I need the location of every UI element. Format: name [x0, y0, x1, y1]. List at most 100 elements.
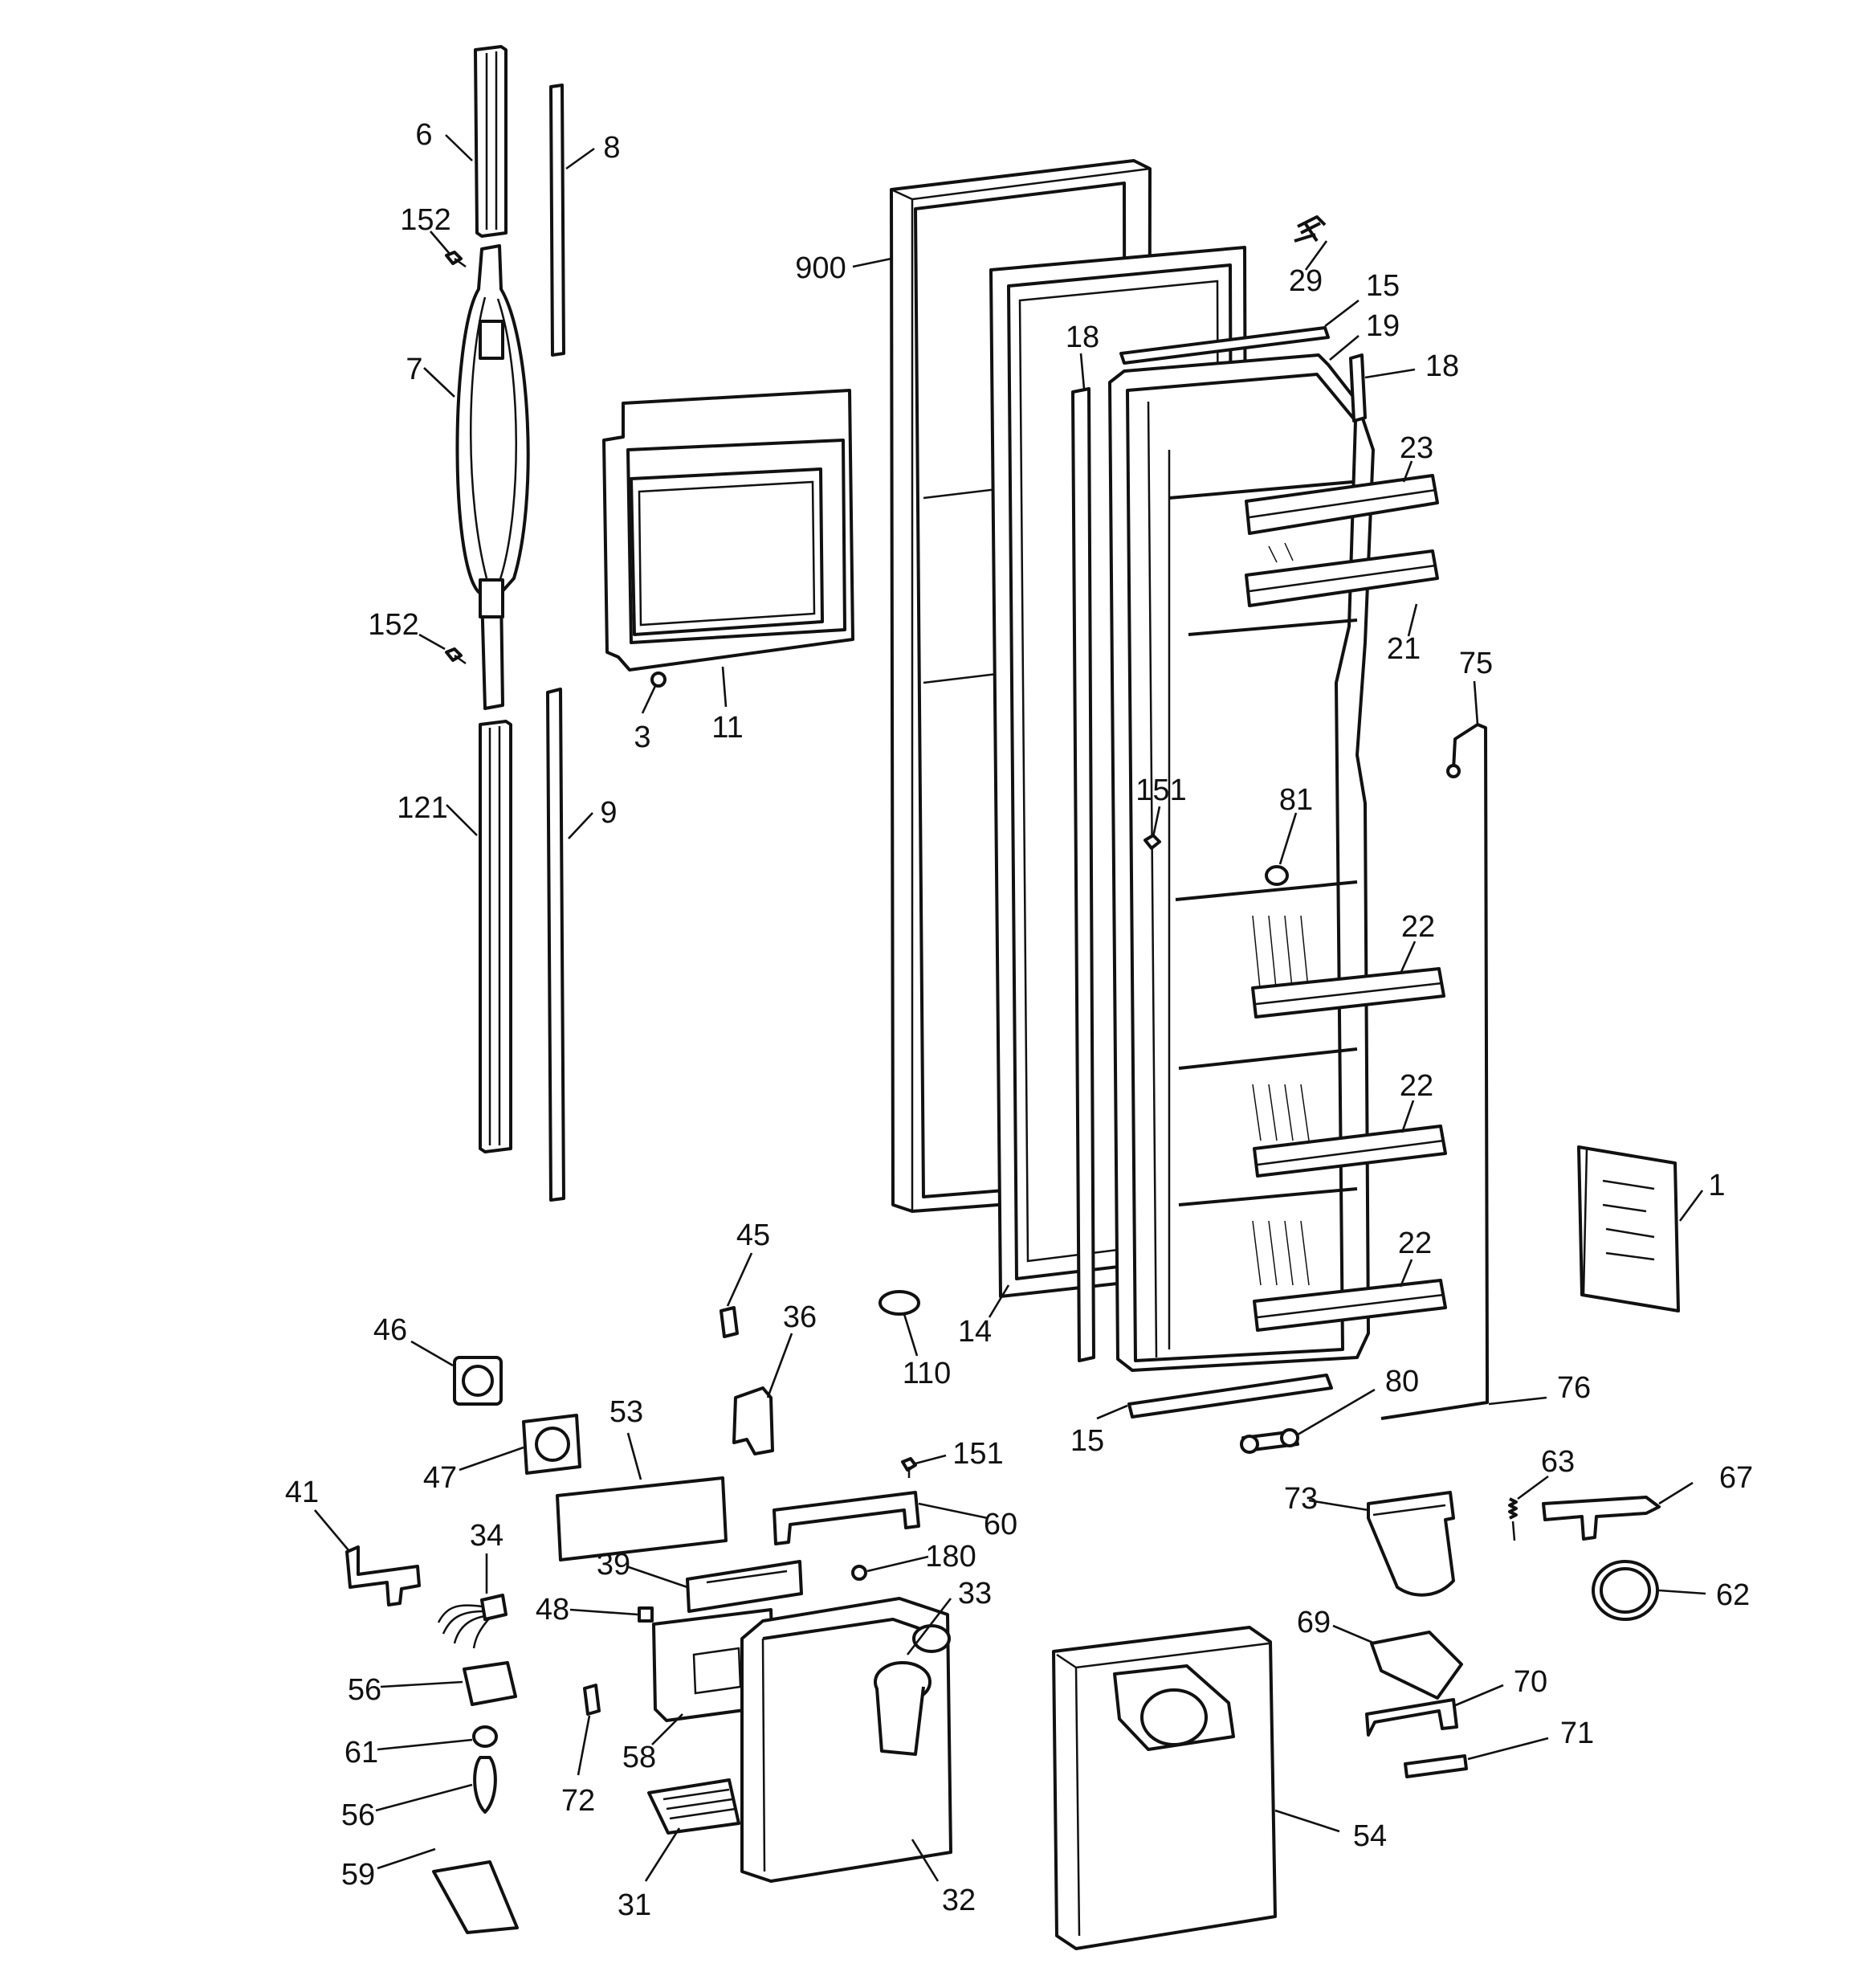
part-15-liner-cap-top — [1119, 326, 1330, 365]
part-48-clip — [638, 1606, 654, 1623]
part-3-nut — [650, 672, 667, 688]
label-part-18: 18 — [1425, 349, 1459, 383]
part-46-switch-knob — [453, 1356, 503, 1406]
label-part-11: 11 — [711, 711, 743, 745]
label-part-900: 900 — [795, 251, 846, 285]
leader-lines — [314, 134, 1706, 1882]
part-71-rod — [1404, 1754, 1468, 1778]
part-63-spring — [1508, 1497, 1518, 1541]
label-part-54: 54 — [1353, 1819, 1387, 1853]
part-110-light-cover — [879, 1290, 920, 1316]
part-54-dispenser-cover — [1052, 1626, 1277, 1950]
label-part-152: 152 — [400, 203, 450, 237]
label-part-60: 60 — [984, 1508, 1017, 1541]
part-41-lever-bracket — [345, 1545, 421, 1606]
part-53-dispenser-panel — [556, 1476, 728, 1561]
label-part-56: 56 — [341, 1798, 375, 1832]
label-part-53: 53 — [609, 1395, 643, 1429]
label-part-48: 48 — [536, 1593, 569, 1627]
label-part-14: 14 — [958, 1315, 992, 1349]
label-part-6: 6 — [415, 118, 432, 152]
part-61-socket — [472, 1725, 498, 1748]
part-8-trim-strip — [549, 84, 565, 357]
label-part-15: 15 — [1070, 1424, 1104, 1458]
label-part-29: 29 — [1289, 264, 1323, 298]
label-part-47: 47 — [423, 1461, 457, 1495]
part-121-lower-handle-trim — [479, 720, 512, 1153]
label-part-80: 80 — [1385, 1365, 1419, 1398]
part-33-funnel — [874, 1624, 951, 1756]
label-part-67: 67 — [1719, 1461, 1753, 1495]
label-part-22: 22 — [1398, 1227, 1432, 1260]
label-part-41: 41 — [285, 1476, 319, 1509]
label-part-76: 76 — [1557, 1371, 1591, 1405]
part-60-bracket — [773, 1491, 920, 1545]
label-part-180: 180 — [925, 1540, 976, 1574]
part-152-screw-upper — [445, 251, 467, 268]
label-part-121: 121 — [397, 791, 447, 825]
label-part-73: 73 — [1284, 1482, 1318, 1516]
label-part-110: 110 — [903, 1357, 952, 1390]
part-67-lever — [1542, 1496, 1661, 1541]
label-part-72: 72 — [561, 1784, 595, 1818]
part-152-screw-lower — [445, 647, 467, 665]
part-7-door-handle — [455, 244, 530, 710]
part-72-switch — [583, 1684, 601, 1716]
label-part-9: 9 — [600, 796, 617, 830]
part-62-gasket-ring — [1592, 1560, 1659, 1621]
part-1-owners-manual — [1577, 1145, 1680, 1312]
label-part-7: 7 — [406, 353, 422, 386]
label-part-151: 151 — [1135, 774, 1186, 807]
label-part-22: 22 — [1401, 910, 1435, 944]
label-part-32: 32 — [942, 1884, 976, 1917]
label-part-63: 63 — [1541, 1445, 1575, 1479]
part-56-light-housing — [463, 1661, 517, 1706]
label-part-1: 1 — [1708, 1169, 1725, 1202]
label-part-61: 61 — [344, 1736, 378, 1770]
part-151-screw-liner — [1143, 834, 1161, 850]
label-part-33: 33 — [958, 1577, 992, 1610]
label-part-59: 59 — [341, 1858, 375, 1892]
part-59-drip-tray — [432, 1860, 519, 1934]
part-15-liner-cap-bottom — [1127, 1374, 1333, 1419]
label-part-56: 56 — [348, 1673, 381, 1707]
label-part-81: 81 — [1279, 783, 1313, 817]
label-part-69: 69 — [1297, 1606, 1331, 1639]
label-part-19: 19 — [1366, 309, 1400, 343]
part-70-bracket — [1365, 1698, 1458, 1737]
part-36-bracket — [732, 1386, 774, 1455]
part-69-ice-flap — [1370, 1631, 1463, 1700]
label-part-71: 71 — [1560, 1717, 1594, 1750]
part-180-screw — [851, 1565, 867, 1581]
label-part-3: 3 — [634, 720, 650, 754]
part-6-upper-handle-trim — [474, 45, 508, 238]
label-part-39: 39 — [597, 1548, 630, 1582]
label-part-62: 62 — [1716, 1578, 1750, 1612]
label-part-15: 15 — [1366, 269, 1400, 303]
part-9-trim-strip — [546, 688, 565, 1202]
part-23-door-shelf-top — [1245, 474, 1439, 535]
part-labels: 6 8 152 7 152 121 9 3 11 900 18 29 15 19… — [285, 118, 1753, 1922]
part-76-water-tube-lower — [1380, 1382, 1489, 1420]
label-part-23: 23 — [1400, 431, 1433, 465]
part-73-ice-chute — [1367, 1491, 1455, 1597]
part-75-water-tube-upper — [1446, 723, 1489, 1382]
part-21-door-shelf — [1245, 549, 1439, 607]
label-part-22: 22 — [1400, 1069, 1433, 1103]
part-151-screw-dispenser — [901, 1457, 917, 1478]
part-22-door-shelf-3 — [1253, 1279, 1447, 1332]
label-part-8: 8 — [603, 131, 620, 165]
part-29-wire-clip — [1294, 215, 1327, 243]
label-part-21: 21 — [1387, 632, 1421, 666]
label-part-31: 31 — [618, 1888, 651, 1922]
part-56-light-bulb — [473, 1756, 497, 1814]
label-part-46: 46 — [373, 1313, 407, 1347]
part-11-dispenser-frame — [602, 389, 854, 672]
label-part-75: 75 — [1459, 647, 1493, 680]
label-part-18: 18 — [1066, 320, 1099, 354]
part-22-door-shelf-2 — [1253, 1125, 1447, 1178]
part-18-liner-strip-left — [1071, 387, 1095, 1362]
part-34-switch-harness — [437, 1594, 508, 1649]
label-part-45: 45 — [736, 1219, 770, 1252]
